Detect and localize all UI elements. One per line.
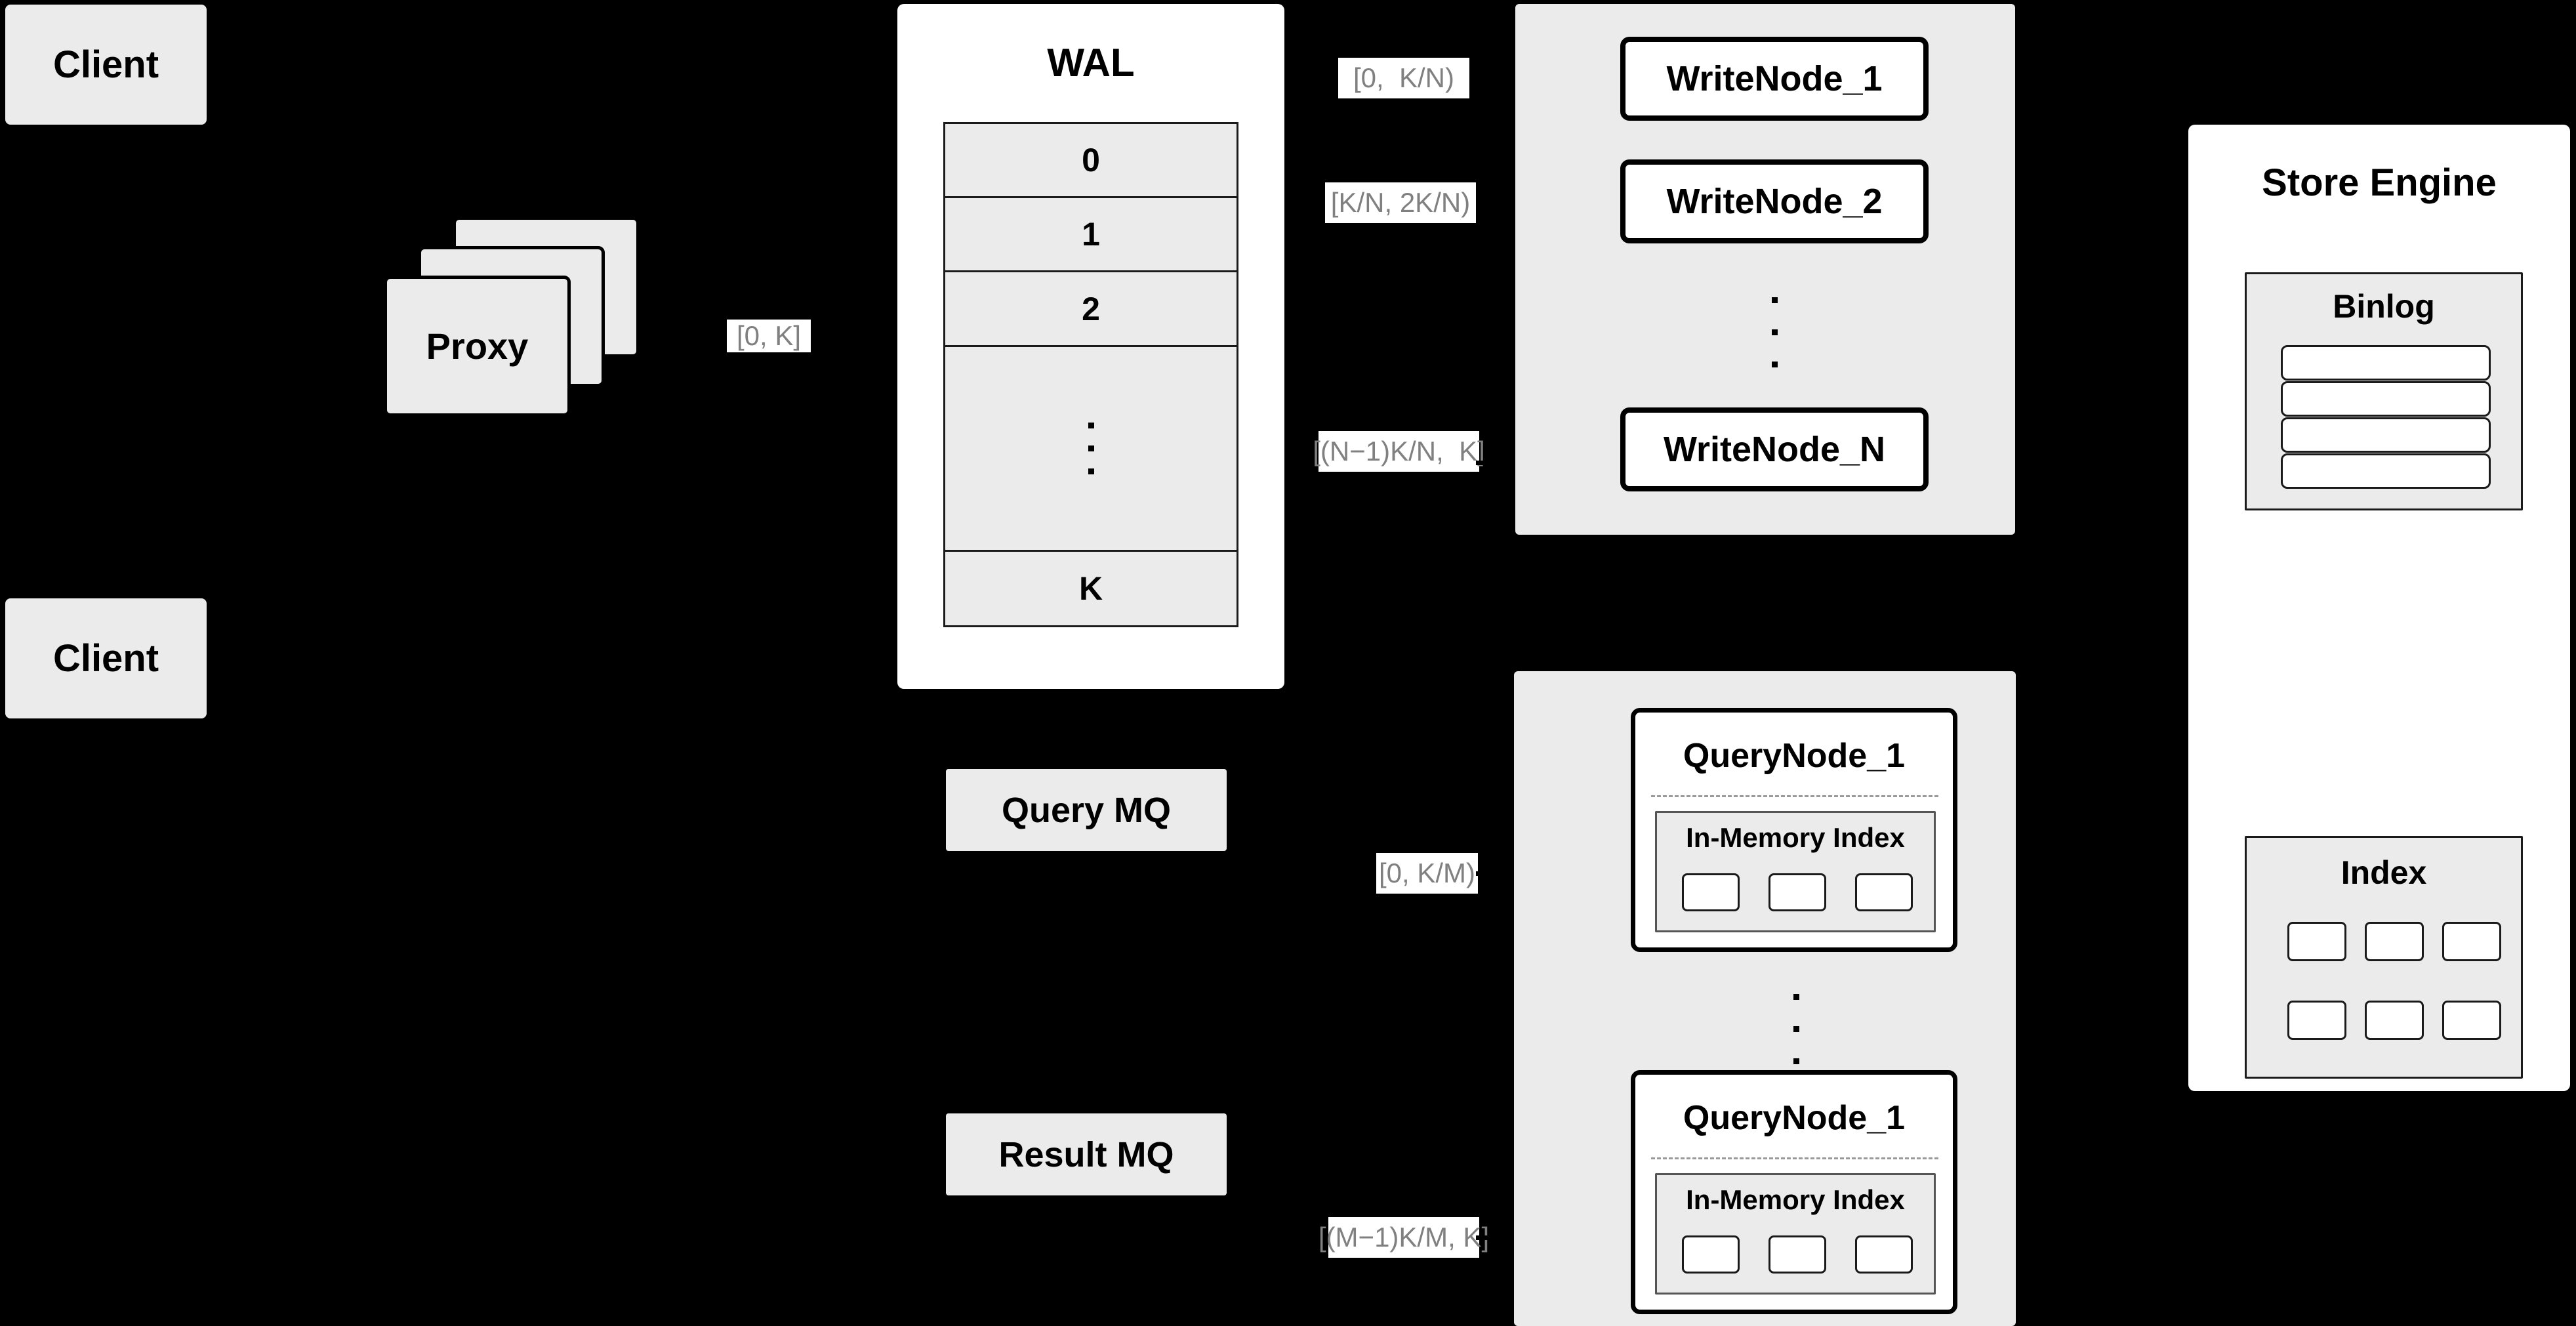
query-node-divider	[1651, 1157, 1938, 1159]
vertical-ellipsis-icon	[1088, 468, 1094, 474]
edge-label-writenode-n: [(N−1)K/N, K]	[1313, 431, 1485, 472]
edge-label-querynode-m: [(M−1)K/M, K]	[1319, 1217, 1489, 1258]
query-mq-box[interactable]: Query MQ	[946, 769, 1227, 851]
write-node-label: WriteNode_N	[1663, 430, 1886, 469]
wal-title: WAL	[1047, 41, 1135, 85]
write-node-n[interactable]: WriteNode_N	[1620, 407, 1929, 491]
index-box: Index	[2245, 836, 2523, 1079]
wal-row-label: K	[1078, 570, 1103, 607]
vertical-ellipsis-icon	[1771, 329, 1778, 335]
index-chip	[1682, 873, 1740, 911]
wal-title-wrap: WAL	[897, 40, 1284, 85]
proxy-stack[interactable]: Proxy	[384, 217, 672, 426]
edge-label-proxy-to-wal: [0, K]	[727, 320, 811, 352]
write-node-2[interactable]: WriteNode_2	[1620, 159, 1929, 243]
edge-label-writenode-1: [0, K/N)	[1338, 58, 1469, 98]
edge-label-text: [(M−1)K/M, K]	[1318, 1222, 1490, 1253]
proxy-card-front[interactable]: Proxy	[384, 276, 571, 417]
index-chip	[2365, 922, 2424, 961]
edge-label-querynode-1: [0, K/M)	[1376, 853, 1478, 894]
index-chip	[2442, 922, 2501, 961]
query-node-m[interactable]: QueryNode_1 In-Memory Index	[1631, 1070, 1957, 1314]
index-chip	[2287, 922, 2346, 961]
edge-label-text: [0, K/N)	[1353, 62, 1455, 93]
index-chip	[1768, 873, 1826, 911]
in-memory-index-title-wrap: In-Memory Index	[1657, 1184, 1934, 1216]
edge-label-writenode-2: [K/N, 2K/N)	[1325, 182, 1476, 223]
binlog-row	[2281, 453, 2491, 489]
index-chip	[1855, 873, 1913, 911]
index-title: Index	[2341, 854, 2427, 891]
edge-label-text: [0, K/M)	[1378, 858, 1476, 888]
index-chip	[1682, 1235, 1740, 1274]
query-node-label: QueryNode_1	[1683, 737, 1906, 775]
binlog-title-wrap: Binlog	[2247, 287, 2521, 325]
index-title-wrap: Index	[2247, 854, 2521, 892]
store-engine-title: Store Engine	[2262, 161, 2497, 204]
write-nodes-ellipsis	[1738, 270, 1810, 394]
vertical-ellipsis-icon	[1088, 422, 1094, 428]
store-engine-title-wrap: Store Engine	[2188, 161, 2570, 205]
index-chip	[1855, 1235, 1913, 1274]
wal-row-label: 2	[1082, 290, 1100, 327]
proxy-label: Proxy	[426, 325, 529, 367]
wal-table: 0 1 2 K	[943, 122, 1238, 627]
binlog-title: Binlog	[2333, 288, 2435, 325]
edge-label-text: [0, K]	[736, 320, 802, 351]
write-node-1[interactable]: WriteNode_1	[1620, 37, 1929, 121]
wal-row: 2	[945, 272, 1237, 347]
store-engine-panel: Store Engine Binlog Index	[2188, 125, 2570, 1091]
query-node-1[interactable]: QueryNode_1 In-Memory Index	[1631, 708, 1957, 952]
write-node-label: WriteNode_1	[1666, 59, 1883, 98]
vertical-ellipsis-icon	[1793, 993, 1799, 1000]
vertical-ellipsis-icon	[1793, 1026, 1799, 1032]
client-label-1: Client	[52, 43, 159, 86]
result-mq-label: Result MQ	[998, 1134, 1174, 1174]
in-memory-index-1: In-Memory Index	[1655, 811, 1936, 932]
in-memory-index-label: In-Memory Index	[1686, 1184, 1905, 1215]
wal-row-label: 1	[1082, 216, 1100, 253]
binlog-row	[2281, 345, 2491, 381]
vertical-ellipsis-icon	[1793, 1058, 1799, 1064]
index-chip	[2287, 1001, 2346, 1040]
vertical-ellipsis-icon	[1771, 361, 1778, 367]
wal-panel: WAL 0 1 2 K	[897, 4, 1284, 689]
query-mq-label: Query MQ	[1001, 790, 1172, 830]
binlog-box: Binlog	[2245, 272, 2523, 510]
index-chip	[1768, 1235, 1826, 1274]
write-nodes-container: WriteNode_1 WriteNode_2 WriteNode_N	[1515, 4, 2015, 535]
query-nodes-container: QueryNode_1 In-Memory Index QueryNode_1	[1514, 671, 2016, 1326]
write-node-label: WriteNode_2	[1666, 182, 1883, 221]
client-box-2[interactable]: Client	[5, 598, 207, 718]
vertical-ellipsis-icon	[1088, 445, 1094, 451]
wal-row: 1	[945, 198, 1237, 273]
wal-row-label: 0	[1082, 142, 1100, 179]
client-label-2: Client	[52, 637, 159, 680]
wal-row-ellipsis	[945, 346, 1237, 552]
vertical-ellipsis-icon	[1771, 297, 1778, 303]
query-node-title-wrap: QueryNode_1	[1635, 736, 1953, 776]
wal-row: 0	[945, 124, 1237, 199]
query-node-divider	[1651, 795, 1938, 797]
in-memory-index-2: In-Memory Index	[1655, 1173, 1936, 1295]
index-chip	[2442, 1001, 2501, 1040]
query-node-title-wrap: QueryNode_1	[1635, 1098, 1953, 1138]
client-box-1[interactable]: Client	[5, 5, 207, 125]
in-memory-index-title-wrap: In-Memory Index	[1657, 822, 1934, 854]
edge-label-text: [K/N, 2K/N)	[1330, 187, 1471, 218]
query-nodes-ellipsis	[1760, 966, 1832, 1091]
query-node-label: QueryNode_1	[1683, 1099, 1906, 1137]
result-mq-box[interactable]: Result MQ	[946, 1113, 1227, 1195]
in-memory-index-label: In-Memory Index	[1686, 822, 1905, 853]
binlog-row	[2281, 381, 2491, 417]
binlog-row	[2281, 417, 2491, 453]
wal-row: K	[945, 551, 1237, 626]
index-chip	[2365, 1001, 2424, 1040]
edge-label-text: [(N−1)K/N, K]	[1313, 436, 1485, 466]
